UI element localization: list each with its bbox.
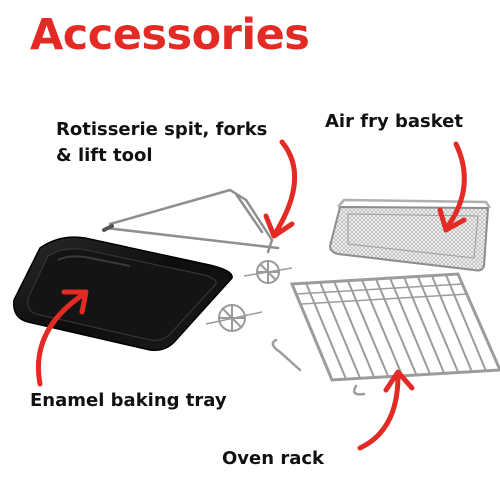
- oven-rack: [271, 272, 500, 396]
- arrow-to-tray: [35, 289, 89, 387]
- oven-rack-label: Oven rack: [222, 448, 324, 469]
- air-fry-basket-label: Air fry basket: [325, 111, 463, 132]
- rotisserie-label-line2: & lift tool: [56, 145, 153, 166]
- enamel-baking-tray: [13, 236, 233, 352]
- page-title: Accessories: [30, 10, 310, 60]
- rotisserie-label: Rotisserie spit, forks & lift tool: [56, 117, 267, 169]
- rotisserie-spit-and-lift-tool: [102, 188, 280, 254]
- arrow-to-basket: [437, 141, 467, 233]
- rotisserie-label-line1: Rotisserie spit, forks: [56, 119, 268, 140]
- rotisserie-forks: [205, 260, 293, 332]
- arrow-to-rotisserie: [263, 139, 298, 239]
- air-fry-basket: [328, 198, 492, 272]
- baking-tray-label: Enamel baking tray: [30, 390, 227, 411]
- arrow-to-rack: [357, 369, 415, 451]
- pointer-arrows: [35, 139, 467, 451]
